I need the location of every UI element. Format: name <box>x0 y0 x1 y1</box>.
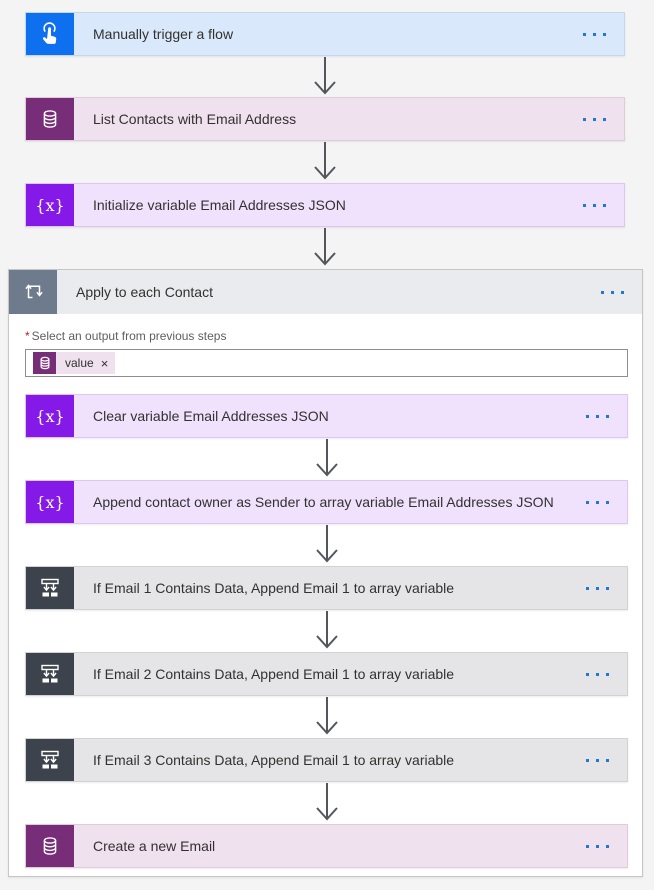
more-options-button[interactable] <box>577 198 624 213</box>
output-selector-input[interactable]: value × <box>25 349 628 377</box>
step-card-clear-variable[interactable]: {x} Clear variable Email Addresses JSON <box>25 394 628 438</box>
step-title: Clear variable Email Addresses JSON <box>93 408 329 424</box>
more-options-button[interactable] <box>595 285 642 300</box>
more-options-button[interactable] <box>577 112 624 127</box>
more-options-button[interactable] <box>580 581 627 596</box>
connector-arrow <box>313 142 337 182</box>
step-title: Apply to each Contact <box>76 284 213 300</box>
variable-icon: {x} <box>26 395 74 437</box>
step-card-if-email-3[interactable]: If Email 3 Contains Data, Append Email 1… <box>25 738 628 782</box>
variable-glyph: {x} <box>35 492 65 512</box>
value-token[interactable]: value × <box>33 352 116 374</box>
connector-arrow <box>315 525 339 565</box>
step-card-append-owner[interactable]: {x} Append contact owner as Sender to ar… <box>25 480 628 524</box>
more-options-button[interactable] <box>580 495 627 510</box>
more-options-button[interactable] <box>577 27 624 42</box>
step-title: Append contact owner as Sender to array … <box>93 494 554 510</box>
step-title: Create a new Email <box>93 838 216 854</box>
token-label: value <box>65 356 94 370</box>
connector-arrow <box>315 783 339 823</box>
required-marker: * <box>25 329 30 343</box>
step-card-if-email-1[interactable]: If Email 1 Contains Data, Append Email 1… <box>25 566 628 610</box>
loop-icon <box>9 270 57 314</box>
variable-icon: {x} <box>26 184 74 226</box>
step-card-if-email-2[interactable]: If Email 2 Contains Data, Append Email 1… <box>25 652 628 696</box>
step-title: Manually trigger a flow <box>93 26 234 42</box>
step-card-initialize-variable[interactable]: {x} Initialize variable Email Addresses … <box>25 183 625 227</box>
condition-icon <box>26 567 74 609</box>
connector-arrow <box>313 228 337 268</box>
variable-icon: {x} <box>26 481 74 523</box>
step-title: If Email 2 Contains Data, Append Email 1… <box>93 666 455 682</box>
step-card-apply-to-each[interactable]: Apply to each Contact <box>9 270 642 314</box>
more-options-button[interactable] <box>580 839 627 854</box>
more-options-button[interactable] <box>580 409 627 424</box>
condition-icon <box>26 653 74 695</box>
step-title: If Email 3 Contains Data, Append Email 1… <box>93 752 455 768</box>
step-title: List Contacts with Email Address <box>93 111 297 127</box>
connector-arrow <box>315 611 339 651</box>
variable-glyph: {x} <box>35 195 65 215</box>
foreach-scope-container: Apply to each Contact *Select an output … <box>8 269 643 877</box>
more-options-button[interactable] <box>580 667 627 682</box>
connector-arrow <box>315 439 339 479</box>
variable-glyph: {x} <box>35 406 65 426</box>
step-title: Initialize variable Email Addresses JSON <box>93 197 346 213</box>
database-icon <box>26 98 74 140</box>
database-icon <box>26 825 74 867</box>
step-card-create-email[interactable]: Create a new Email <box>25 824 628 868</box>
connector-arrow <box>313 57 337 97</box>
remove-token-icon[interactable]: × <box>100 355 109 371</box>
database-icon <box>33 352 56 374</box>
step-card-list-contacts[interactable]: List Contacts with Email Address <box>25 97 625 141</box>
touch-icon <box>26 13 74 55</box>
step-title: If Email 1 Contains Data, Append Email 1… <box>93 580 455 596</box>
output-field-label: *Select an output from previous steps <box>25 329 227 343</box>
condition-icon <box>26 739 74 781</box>
step-card-manually-trigger[interactable]: Manually trigger a flow <box>25 12 625 56</box>
connector-arrow <box>315 697 339 737</box>
more-options-button[interactable] <box>580 753 627 768</box>
